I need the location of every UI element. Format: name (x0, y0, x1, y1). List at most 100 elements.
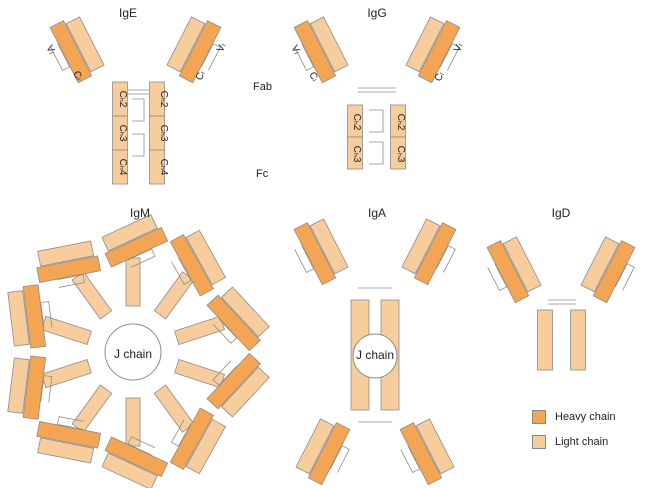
igg-fab-right-heavy (417, 20, 461, 84)
igg-ch2-right: Cₕ2 (395, 114, 406, 131)
antibody-shapes (7, 16, 636, 488)
igd-fab-right-loop (614, 263, 635, 291)
igm-fab-1-heavy (169, 233, 214, 297)
ige-ch3-right: Cₕ3 (158, 125, 169, 142)
igm-fab-0-light (101, 214, 158, 252)
igm-fab-8-light (7, 290, 30, 347)
iga-fab-top-right-loop (435, 245, 456, 273)
title-iga: IgA (368, 206, 386, 220)
ige-ch2-left: Cₕ2 (117, 91, 128, 108)
igm-fab-2-loop (212, 318, 238, 344)
ige-fab-right-heavy (178, 20, 222, 84)
igm-fab-6-loop (56, 416, 85, 430)
ige-ch2-right: Cₕ2 (158, 91, 169, 108)
title-igd: IgD (552, 206, 571, 220)
title-igm: IgM (130, 206, 150, 220)
ige-vl-right: Vₗ (215, 41, 229, 54)
ige-fc-loop-2 (132, 133, 145, 157)
iga-fab-top-left-loop (294, 245, 315, 274)
igg-cl-left: Cₗ (306, 70, 320, 83)
igm-fab-0-loop (127, 248, 156, 268)
igm-stem-2 (174, 315, 226, 345)
igm-fab-7-heavy (22, 355, 47, 420)
ige-fab-left-loop (50, 43, 71, 72)
igm-stem-0 (125, 257, 141, 307)
igg-loop-1 (369, 109, 384, 133)
igm-fab-0-heavy (104, 226, 169, 268)
ige-fab-right-loop (200, 43, 221, 71)
igm-stem-5 (125, 397, 141, 447)
igg-loop-2 (369, 141, 384, 165)
igg-ch2-left: Cₕ2 (351, 114, 362, 131)
ige-fab-left-light (65, 16, 105, 73)
fc-label: Fc (256, 168, 269, 180)
igm-fab-4-heavy (169, 407, 214, 471)
iga-fab-bottom-right-light (415, 418, 455, 475)
title-ige: IgE (119, 6, 137, 20)
igg-vl-left: Vₗ (288, 44, 302, 57)
ige-ch3-left: Cₕ3 (117, 125, 128, 142)
ige-ch4-right: Cₕ4 (158, 159, 169, 176)
igg-fab-left-loop (294, 43, 315, 72)
igm-fab-1-loop (171, 257, 192, 285)
ige-ch4-left: Cₕ4 (117, 159, 128, 176)
iga-fab-top-right-light (401, 218, 441, 275)
legend-light-chain: Light chain (532, 435, 608, 449)
igd-fab-right-heavy (592, 240, 636, 304)
igd-fab-left-heavy (486, 240, 530, 304)
igd-fab-left-loop (487, 263, 508, 292)
ige-fab-left-heavy (49, 20, 93, 84)
igg-ch3-right: Cₕ3 (395, 146, 406, 163)
ige-fc-right-2 (149, 149, 165, 185)
igd-fc-left (537, 309, 553, 371)
igm-fab-9-heavy (36, 255, 102, 283)
ige-fab-right-light (166, 16, 206, 73)
iga-fab-bottom-right-heavy (399, 422, 443, 486)
igg-cl-right: Cₗ (433, 70, 447, 83)
igm-fab-2-heavy (206, 294, 261, 352)
igm-stem-6 (71, 384, 113, 433)
igm-fab-3-loop (212, 360, 237, 386)
igg-fab-right-loop (439, 43, 460, 71)
igm-fab-2-light (220, 286, 270, 338)
igm-fab-1-light (185, 229, 227, 286)
igm-fab-9-loop (57, 274, 85, 288)
igm-fab-5-heavy (104, 436, 169, 478)
iga-fab-bottom-left-light (295, 418, 335, 475)
title-igg: IgG (367, 6, 386, 20)
igd-fab-left-light (502, 236, 542, 293)
iga-j-chain-label: J chain (356, 348, 394, 362)
igg-vl-right: Vₗ (452, 41, 466, 54)
igd-fc-right (570, 309, 586, 371)
igm-fab-9-light (37, 240, 95, 267)
igm-fab-5-loop (127, 436, 156, 456)
ige-fc-left-2 (112, 149, 128, 185)
legend-heavy-chain: Heavy chain (532, 410, 616, 424)
iga-fab-bottom-left-loop (329, 445, 350, 473)
igm-fab-8-heavy (22, 284, 47, 349)
heavy-chain-label: Heavy chain (555, 411, 616, 423)
igg-ch3-left: Cₕ3 (351, 146, 362, 163)
iga-fab-top-left-heavy (293, 222, 337, 286)
igm-stem-9 (71, 271, 113, 320)
iga-fab-bottom-right-loop (400, 445, 421, 474)
igg-fab-left-heavy (293, 20, 337, 84)
igm-fab-4-light (185, 418, 227, 475)
light-chain-swatch (532, 435, 546, 449)
fab-label: Fab (253, 81, 272, 93)
igm-fab-5-light (101, 452, 158, 488)
iga-fab-top-right-heavy (413, 222, 457, 286)
ige-vl-left: Vₗ (43, 44, 57, 57)
light-chain-label: Light chain (555, 436, 609, 448)
igg-fab-right-light (405, 16, 445, 73)
igm-fab-3-heavy (206, 352, 261, 410)
igm-fab-3-light (220, 366, 270, 418)
igm-fab-6-heavy (36, 421, 102, 449)
igg-ch3-left-box (347, 136, 363, 170)
iga-fab-top-left-light (309, 218, 349, 275)
igm-stem-8 (40, 315, 92, 345)
igm-stem-4 (153, 384, 195, 433)
igg-fab-left-light (309, 16, 349, 73)
igm-j-chain (104, 323, 162, 381)
igm-fab-4-loop (170, 419, 192, 447)
